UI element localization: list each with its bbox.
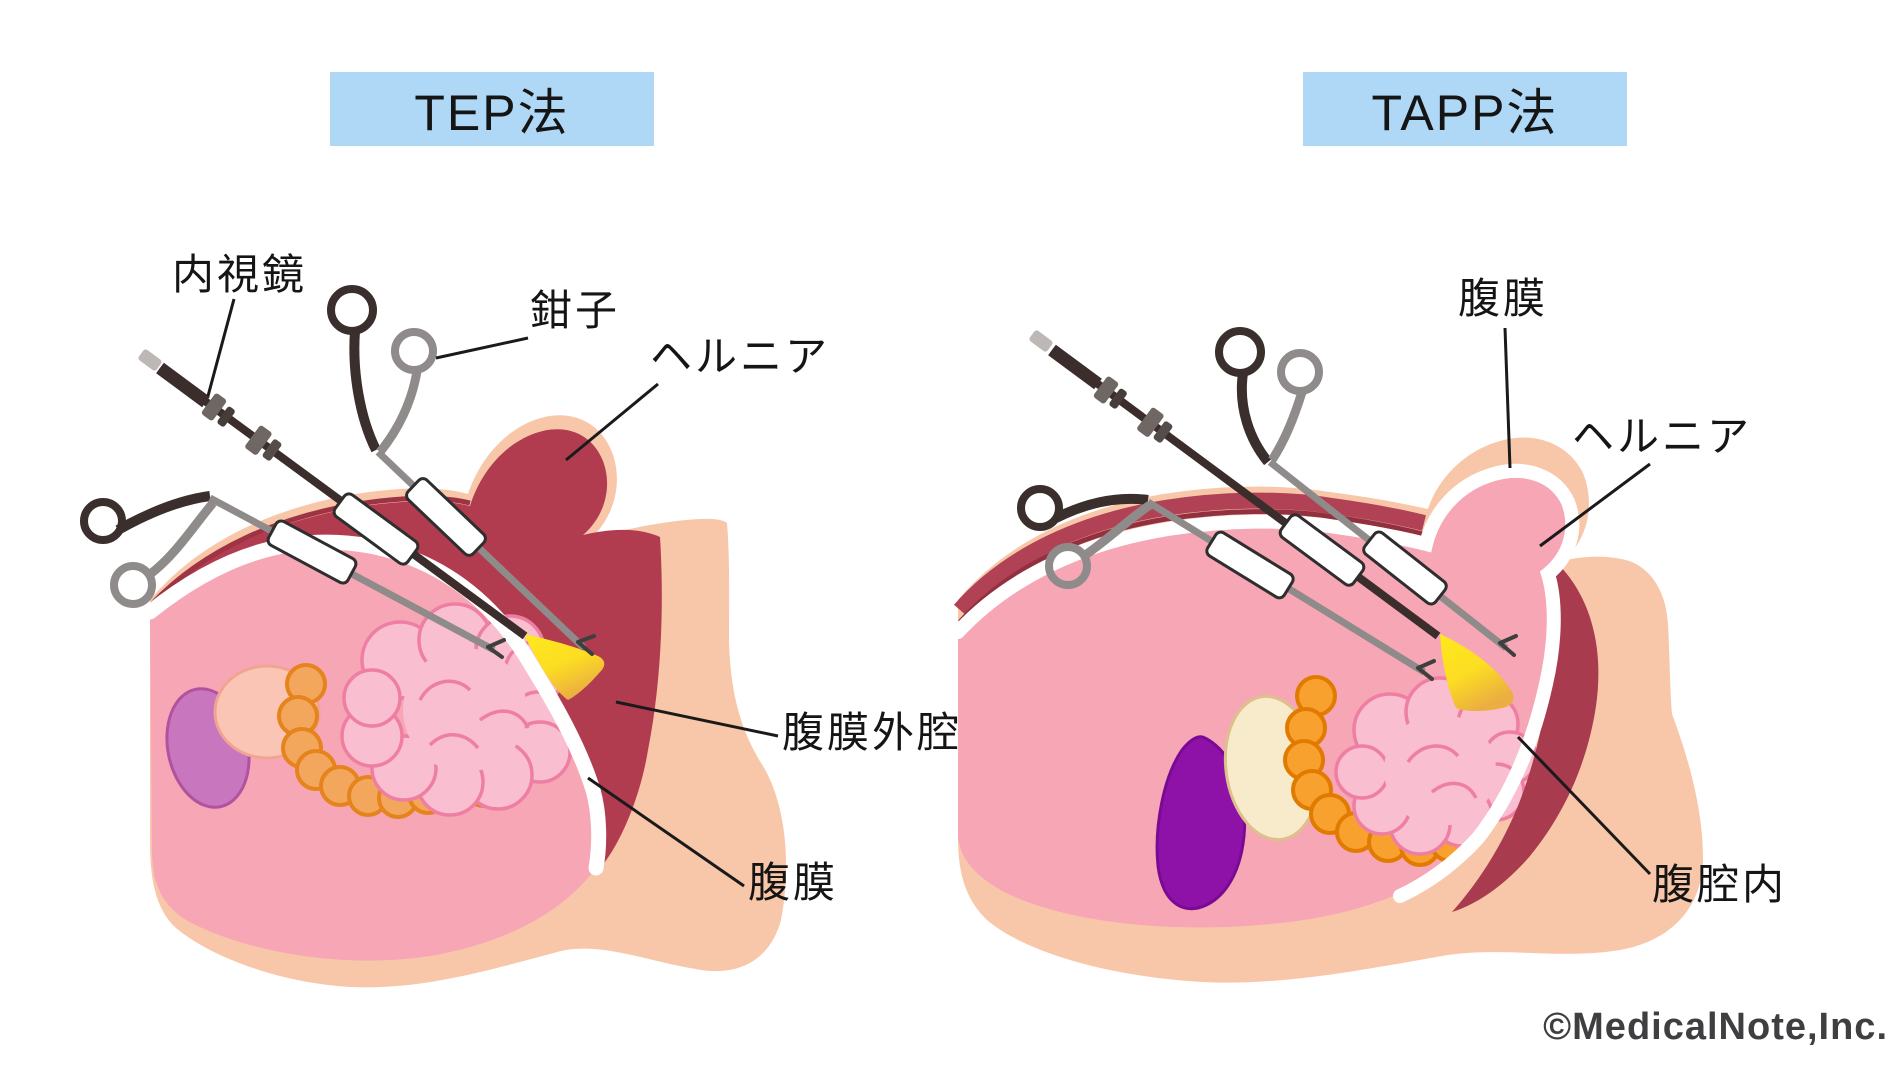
tep-instruments xyxy=(80,285,596,659)
tep-light-cone xyxy=(524,634,605,700)
tapp-muscle-band xyxy=(953,492,1426,616)
label-hernia-tep: ヘルニア xyxy=(650,333,831,380)
tapp-leader-lines xyxy=(1503,327,1652,876)
tapp-title-box: TAPP法 xyxy=(1303,72,1627,146)
trocar xyxy=(1205,530,1295,600)
label-peritoneum-tep: 腹膜 xyxy=(748,859,839,906)
tapp-title: TAPP法 xyxy=(1371,85,1559,141)
trocar xyxy=(266,519,358,585)
grasper-jaw xyxy=(486,638,506,659)
label-peritoneum-tapp: 腹膜 xyxy=(1458,275,1549,322)
tep-intestines xyxy=(340,602,572,817)
endoscope-right xyxy=(1029,330,1441,640)
leader-extraperitoneal xyxy=(615,700,779,738)
leader-peritoneum-right xyxy=(1503,327,1512,469)
tapp-light-cone xyxy=(1440,634,1514,711)
leader-endoscope xyxy=(206,298,236,397)
tep-title: TEP法 xyxy=(414,85,570,141)
tapp-organs xyxy=(1155,675,1538,911)
trocar xyxy=(405,477,487,557)
trocar xyxy=(1362,530,1448,606)
grasper-forceps-right xyxy=(327,285,596,656)
tapp-intestines xyxy=(1334,676,1538,856)
tapp-instruments xyxy=(1017,327,1518,681)
tapp-muscle-line xyxy=(958,509,1424,624)
tapp-trocars xyxy=(1205,513,1448,606)
leader-peritoneum-left xyxy=(587,776,745,888)
grasper-jaw xyxy=(1498,634,1518,657)
tep-panel xyxy=(80,285,787,988)
leader-hernia-left xyxy=(565,382,659,462)
grasper-jaw xyxy=(576,634,596,656)
copyright-text: ©MedicalNote,Inc. xyxy=(1543,1006,1888,1048)
label-forceps: 鉗子 xyxy=(530,287,621,334)
grasper-jaw xyxy=(1416,659,1436,681)
tep-leader-lines xyxy=(206,298,779,888)
tep-trocars xyxy=(266,477,487,585)
label-extraperitoneal-space: 腹膜外腔 xyxy=(782,709,963,756)
leader-hernia-right xyxy=(1539,462,1651,548)
trocar xyxy=(332,492,420,566)
label-endoscope: 内視鏡 xyxy=(172,251,308,298)
trocar xyxy=(1278,513,1366,587)
tep-title-box: TEP法 xyxy=(330,72,654,146)
label-intraabdominal: 腹腔内 xyxy=(1652,861,1788,908)
label-hernia-tapp: ヘルニア xyxy=(1572,413,1753,460)
tapp-extraperitoneal-crescent xyxy=(1452,566,1599,912)
tapp-panel xyxy=(951,327,1703,983)
leader-forceps xyxy=(435,336,529,360)
leader-intraabdominal xyxy=(1516,735,1652,876)
